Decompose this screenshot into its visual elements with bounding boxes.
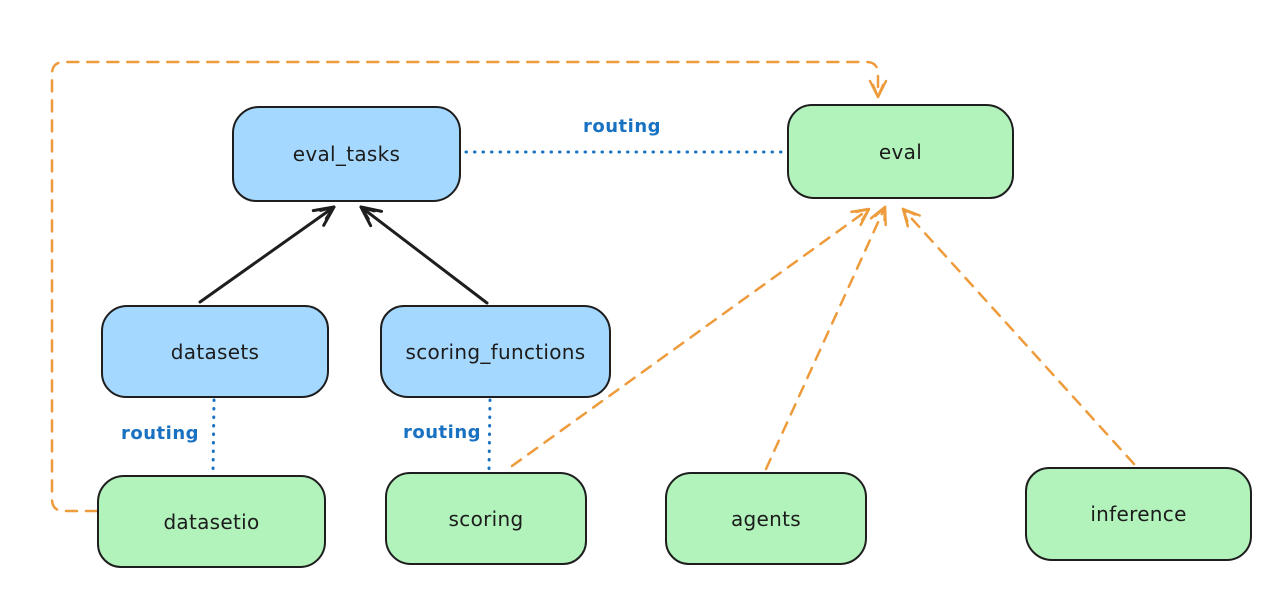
- node-datasetio: datasetio: [97, 475, 326, 568]
- node-scoring-label: scoring: [448, 506, 524, 531]
- node-eval-label: eval: [878, 139, 923, 164]
- node-scoring-functions: scoring_functions: [380, 305, 611, 398]
- routing-label-eval-tasks-eval: routing: [583, 116, 662, 137]
- node-datasetio-label: datasetio: [163, 509, 260, 534]
- node-eval-tasks-label: eval_tasks: [292, 142, 401, 166]
- routing-label-scoring-functions-scoring: routing: [403, 422, 482, 443]
- node-scoring: scoring: [385, 472, 587, 565]
- node-datasets: datasets: [101, 305, 329, 398]
- node-inference: inference: [1025, 467, 1252, 561]
- node-scoring-functions-label: scoring_functions: [405, 339, 586, 364]
- routing-label-datasets-datasetio: routing: [121, 423, 200, 444]
- edge-inference-to-eval: [901, 207, 1136, 466]
- edge-routing-datasets-to-datasetio: [211, 398, 216, 475]
- node-agents: agents: [665, 472, 867, 565]
- edge-scoring-functions-to-eval-tasks: [359, 205, 489, 305]
- node-eval: eval: [787, 104, 1014, 199]
- node-datasets-label: datasets: [170, 339, 260, 364]
- node-inference-label: inference: [1090, 502, 1187, 526]
- edge-datasets-to-eval-tasks: [198, 205, 336, 304]
- node-eval-tasks: eval_tasks: [232, 106, 461, 202]
- edge-agents-to-eval: [764, 205, 887, 471]
- edge-routing-scoring-functions-to-scoring: [487, 398, 492, 472]
- node-agents-label: agents: [731, 506, 801, 531]
